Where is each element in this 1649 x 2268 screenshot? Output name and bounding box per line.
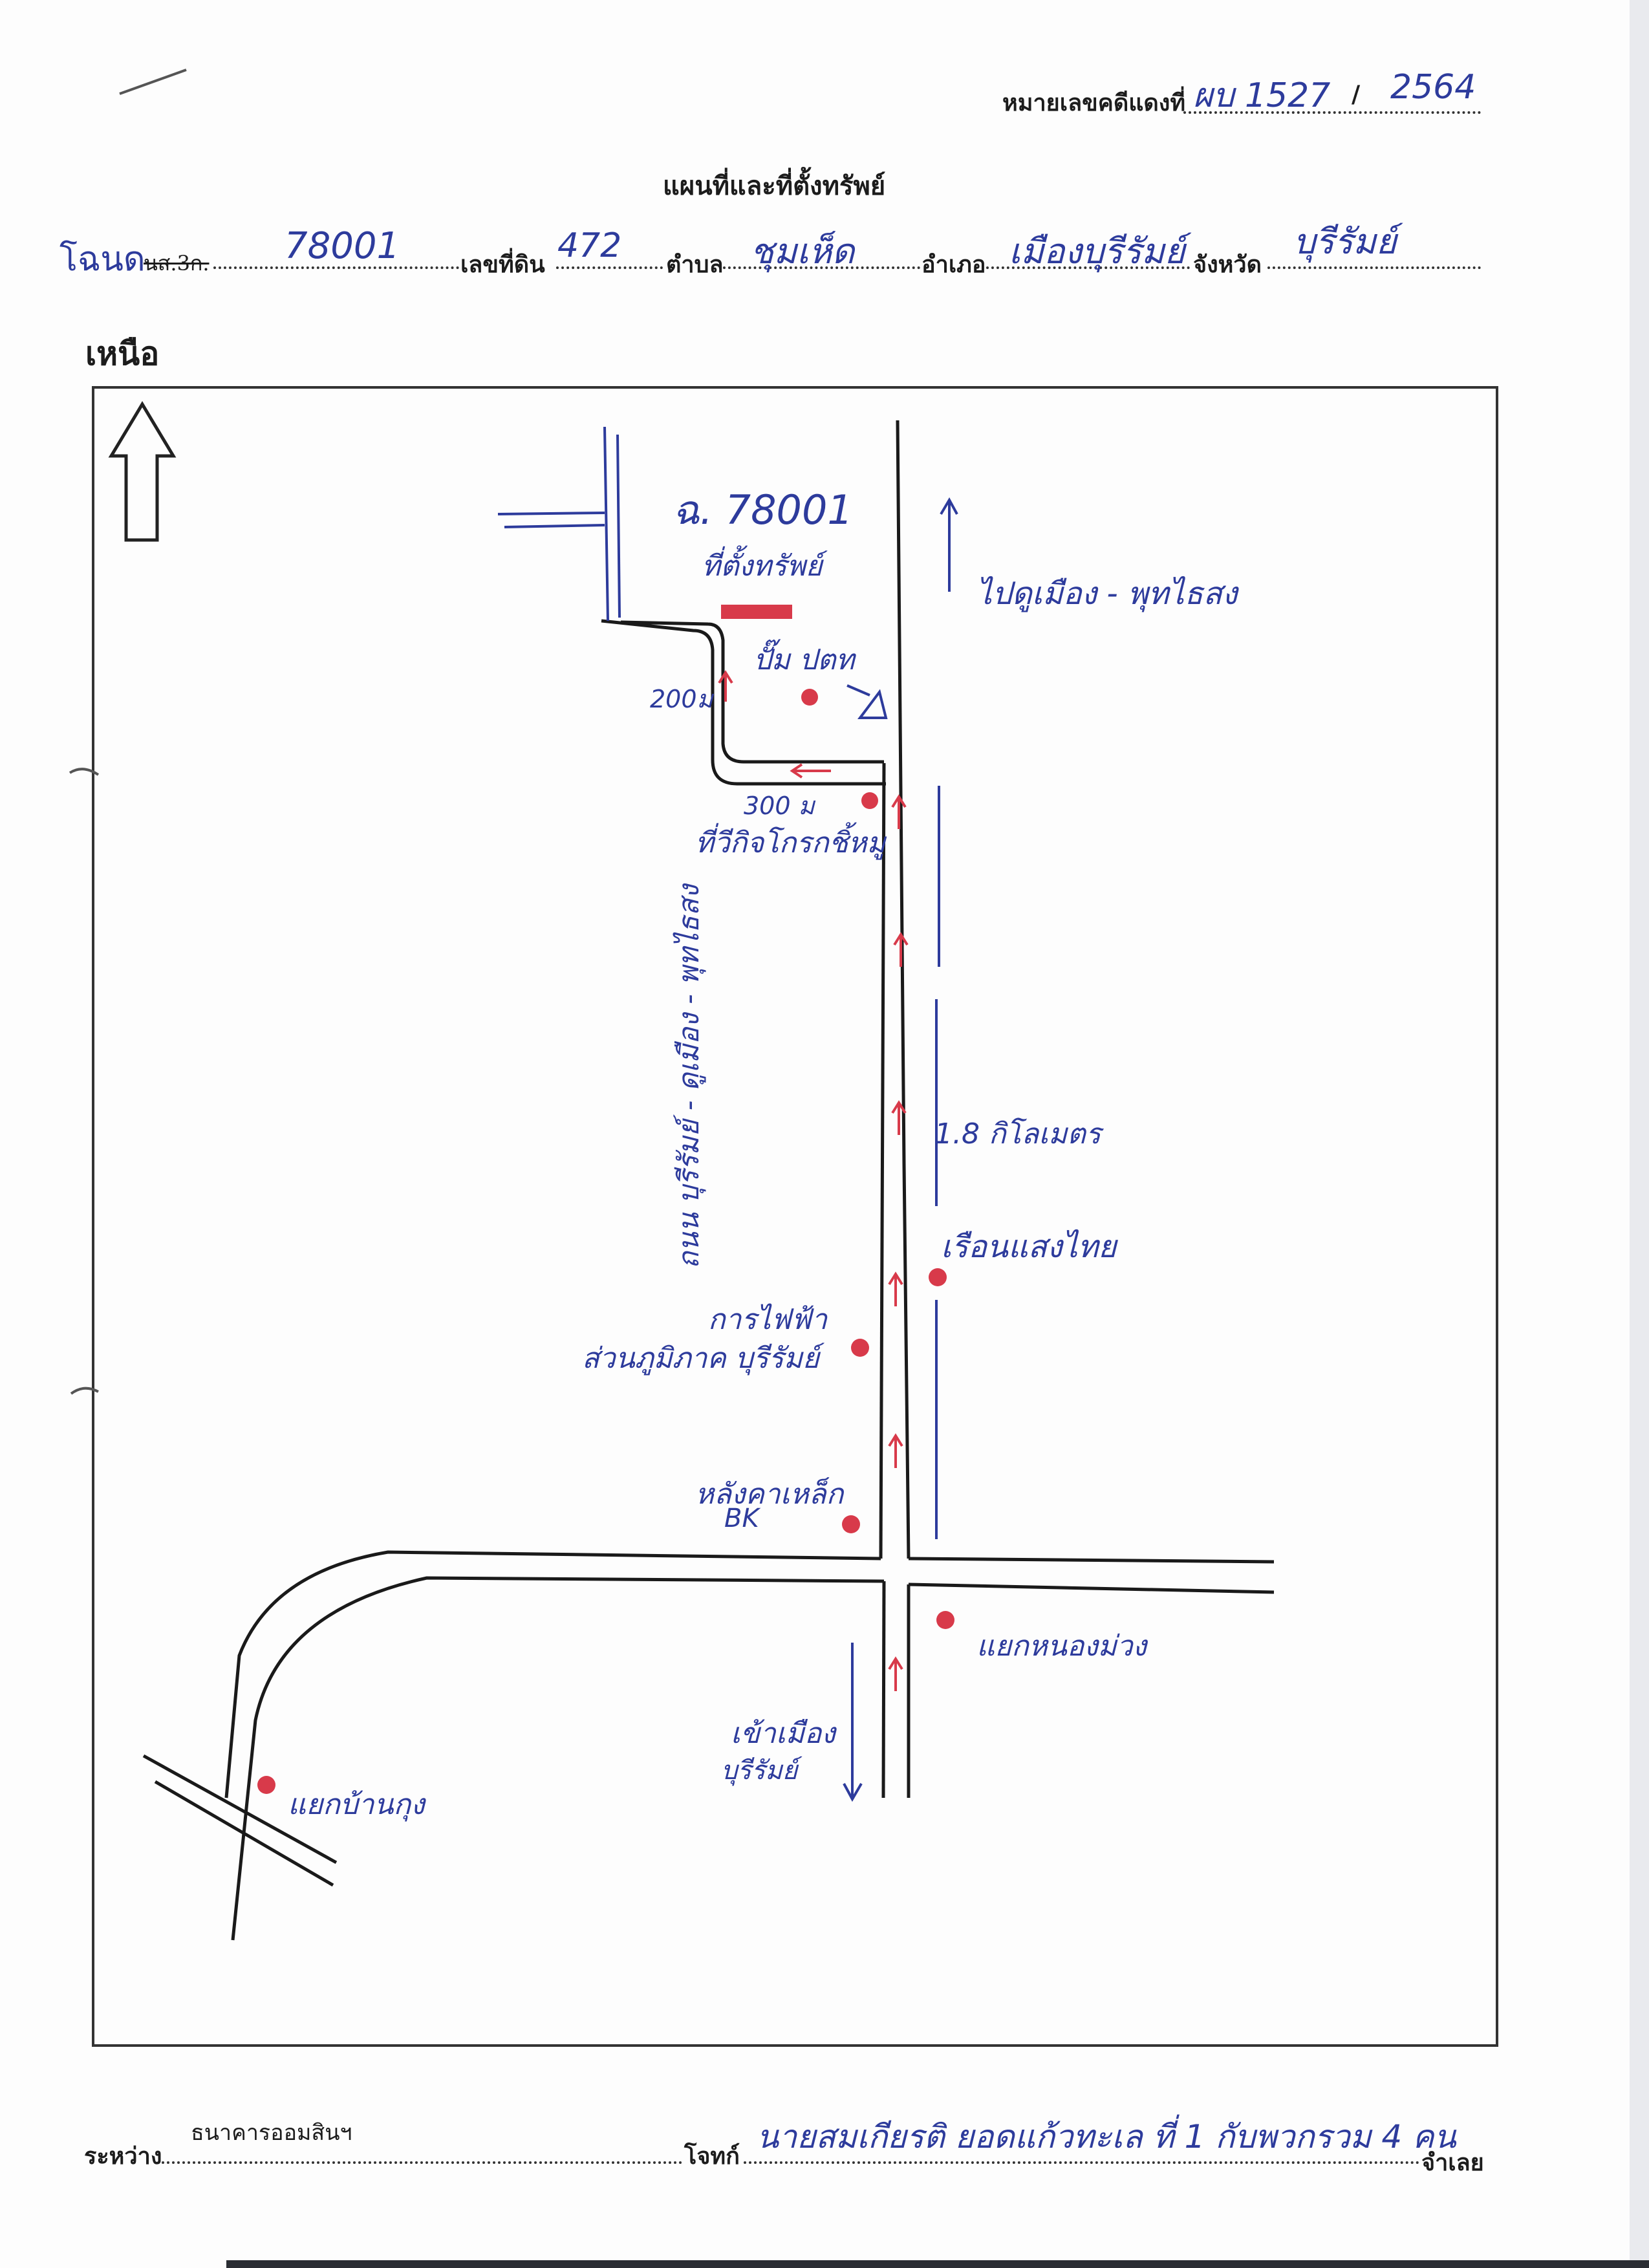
cross-road [224,1550,1275,1941]
case-year: 2564 [1390,68,1476,107]
land-number: 472 [557,226,622,265]
property-label: ที่ตั้งทรัพย์ [702,550,823,583]
landmark-steel-1: หลังคาเหล็ก [695,1478,844,1511]
distance-200: 200ม [650,685,713,713]
landmark-school: เรือนแสงไทย [941,1229,1117,1265]
land-number-label: เลขที่ดิน [460,251,545,278]
province-label: จังหวัด [1193,251,1262,278]
upper-roads [497,426,621,621]
deed-number: 78001 [285,225,400,267]
subdistrict-dots [723,266,920,269]
map-frame [92,386,1498,2047]
plaintiff: ธนาคารออมสินฯ [191,2120,352,2146]
landmark-electricity-2: ส่วนภูมิภาค บุรีรัมย์ [582,1342,819,1375]
north-arrow-icon [108,401,177,542]
deed-number-dots [213,266,459,269]
plaintiff-dots [162,2161,682,2164]
landmark-electricity-1: การไฟฟ้า [708,1303,828,1336]
district-dots [986,266,1190,269]
case-dots [1183,111,1481,114]
side-road [601,619,886,786]
to-destination: ไปดูเมือง - พุทไธสง [976,576,1238,612]
case-separator: / [1352,81,1361,108]
defendant: นายสมเกียรติ ยอดแก้วทะเล ที่ 1 กับพวกรวม… [757,2118,1456,2155]
red-route-arrows [718,670,909,1691]
case-number: ผบ 1527 [1193,76,1331,115]
gas-station-icon [846,684,888,719]
to-city-1: เข้าเมือง [731,1717,835,1750]
page-edge [1630,0,1649,2268]
land-number-dots [556,266,663,269]
scan-edge [226,2260,1649,2268]
landmark-steel-2: BK [724,1504,759,1533]
district-label: อำเภอ [921,251,986,278]
scan-marks [69,69,187,1395]
distance-300: 300 ม [744,792,815,820]
north-label: เหนือ [85,334,160,373]
district: เมืองบุรีรัมย์ [1009,231,1185,272]
property-marker [721,605,792,619]
landmark-dots [257,689,954,1794]
page-title: แผนที่และที่ตั้งทรัพย์ [663,171,886,201]
defendant-label: จำเลย [1421,2149,1484,2176]
deed-type-struck: นส.3ก. [144,251,210,275]
landmark-business: ที่วีกิจโกรกชิ้หมู [695,826,886,859]
property-code: ฉ. 78001 [673,486,853,534]
province-dots [1267,266,1481,269]
landmark-junction: แยกหนองม่วง [976,1630,1147,1663]
main-road [879,420,911,1798]
between-label: ระหว่าง [84,2143,162,2170]
landmark-bankung: แยกบ้านกุง [288,1788,425,1821]
province: บุรีรัมย์ [1293,221,1397,262]
case-number-label: หมายเลขคดีแดงที่ [1002,89,1186,116]
direction-arrows [843,497,958,1802]
pump-label: ปั๊ม ปตท [753,643,855,676]
plaintiff-label: โจทก์ [684,2143,740,2170]
sw-crossing [142,1754,338,1887]
subdistrict-label: ตำบล [666,251,724,278]
distance-km: 1.8 กิโลเมตร [934,1118,1101,1150]
subdistrict: ชุมเห็ด [750,231,855,272]
to-city-2: บุรีรัมย์ [721,1756,798,1786]
defendant-dots [744,2161,1419,2164]
road-name: ถนน บุรีรัมย์ - ดูเมือง - พุทไธสง [673,884,706,1269]
deed-type: โฉนด [59,240,146,279]
